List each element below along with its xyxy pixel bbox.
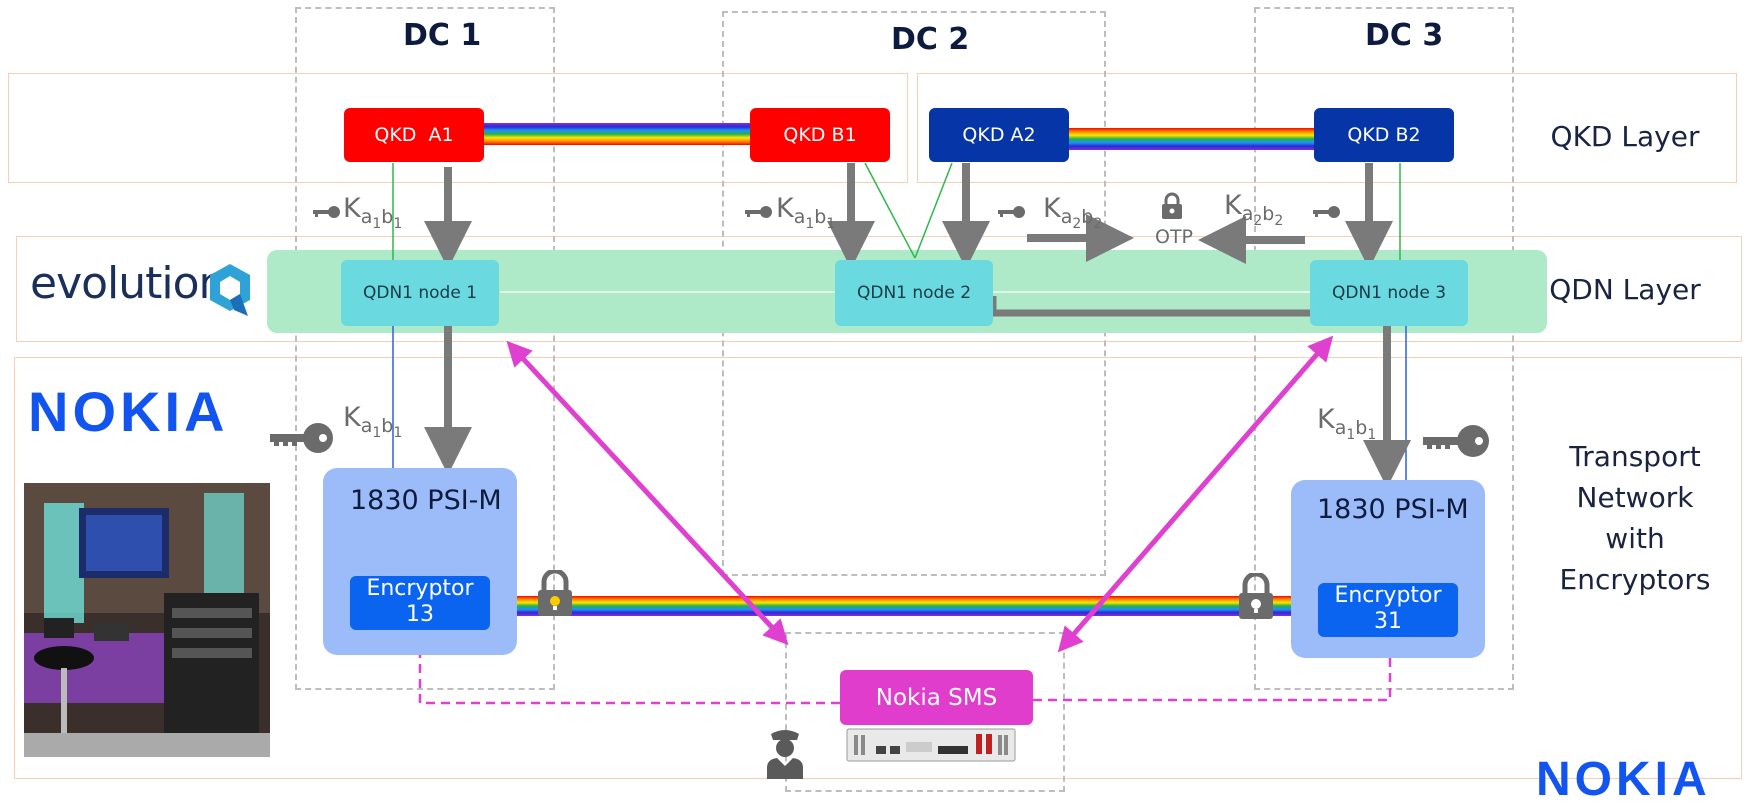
qdn-layer-label: QDN Layer <box>1549 273 1701 306</box>
key-label-dc3-transport: Ka1b1 <box>1317 404 1377 444</box>
encryptor-13-line1: Encryptor <box>366 576 474 601</box>
sms-appliance-icon <box>846 728 1016 762</box>
qkd-layer-label: QKD Layer <box>1550 120 1700 153</box>
psi-title-right: 1830 PSI-M <box>1317 494 1469 525</box>
qkd-layer-band-left <box>8 73 908 183</box>
lock-icon <box>1162 192 1182 219</box>
fiber-a1-b1 <box>480 123 752 145</box>
qdn-layer-band <box>16 236 1742 342</box>
transport-layer-label: Transport Network with Encryptors <box>1550 436 1720 600</box>
transport-label-line3: with <box>1605 522 1665 555</box>
qdn-node-3: QDN1 node 3 <box>1310 260 1468 326</box>
transport-label-line2: Network <box>1576 481 1694 514</box>
qkd-a2: QKD A2 <box>929 108 1069 162</box>
encryptor-31-line1: Encryptor <box>1334 583 1442 608</box>
dc2-title: DC 2 <box>891 22 970 57</box>
qdn-node-2: QDN1 node 2 <box>835 260 993 326</box>
encryptor-31-line2: 31 <box>1374 609 1402 634</box>
encryptor-31: Encryptor 31 <box>1318 583 1458 637</box>
key-icon <box>1313 206 1340 218</box>
padlock-bulb-icon <box>538 570 572 616</box>
nokia-logo: NOKIA <box>28 380 229 443</box>
encryptor-13-line2: 13 <box>406 602 434 627</box>
photo-booth <box>24 483 270 757</box>
qkd-a1: QKD A1 <box>344 108 484 162</box>
transport-label-line4: Encryptors <box>1559 563 1711 596</box>
qkd-b1: QKD B1 <box>750 108 890 162</box>
padlock-bulb-icon <box>1239 573 1273 619</box>
key-icon <box>998 206 1025 218</box>
fiber-a2-b2 <box>1068 128 1318 150</box>
officer-icon <box>767 730 803 779</box>
dc3-title: DC 3 <box>1365 18 1444 53</box>
key-icon <box>745 206 772 218</box>
psi-title-left: 1830 PSI-M <box>350 485 502 516</box>
key-icon <box>1423 425 1489 457</box>
transport-label-line1: Transport <box>1569 440 1701 473</box>
key-label-dc2-otp-left: Ka2b2 <box>1043 193 1103 233</box>
key-label-dc1-top: Ka1b1 <box>343 193 403 233</box>
otp-label: OTP <box>1155 226 1194 248</box>
nokia-logo-corner: NOKIA <box>1536 753 1711 806</box>
encryptor-13: Encryptor 13 <box>350 576 490 630</box>
evolution-logo-mark <box>210 264 250 316</box>
dc1-title: DC 1 <box>403 18 482 53</box>
nokia-sms: Nokia SMS <box>840 670 1033 725</box>
key-label-dc3-otp-right: Ka2b2 <box>1224 190 1284 230</box>
fiber-transport <box>487 596 1322 616</box>
key-icon <box>313 206 340 218</box>
qdn-node-1: QDN1 node 1 <box>341 260 499 326</box>
key-label-dc1-transport: Ka1b1 <box>343 402 403 442</box>
key-icon <box>270 423 333 453</box>
key-label-dc2-left: Ka1b1 <box>776 193 836 233</box>
evolution-logo: evolution <box>30 258 226 309</box>
qkd-b2: QKD B2 <box>1314 108 1454 162</box>
qkd-layer-band-right <box>917 73 1737 183</box>
